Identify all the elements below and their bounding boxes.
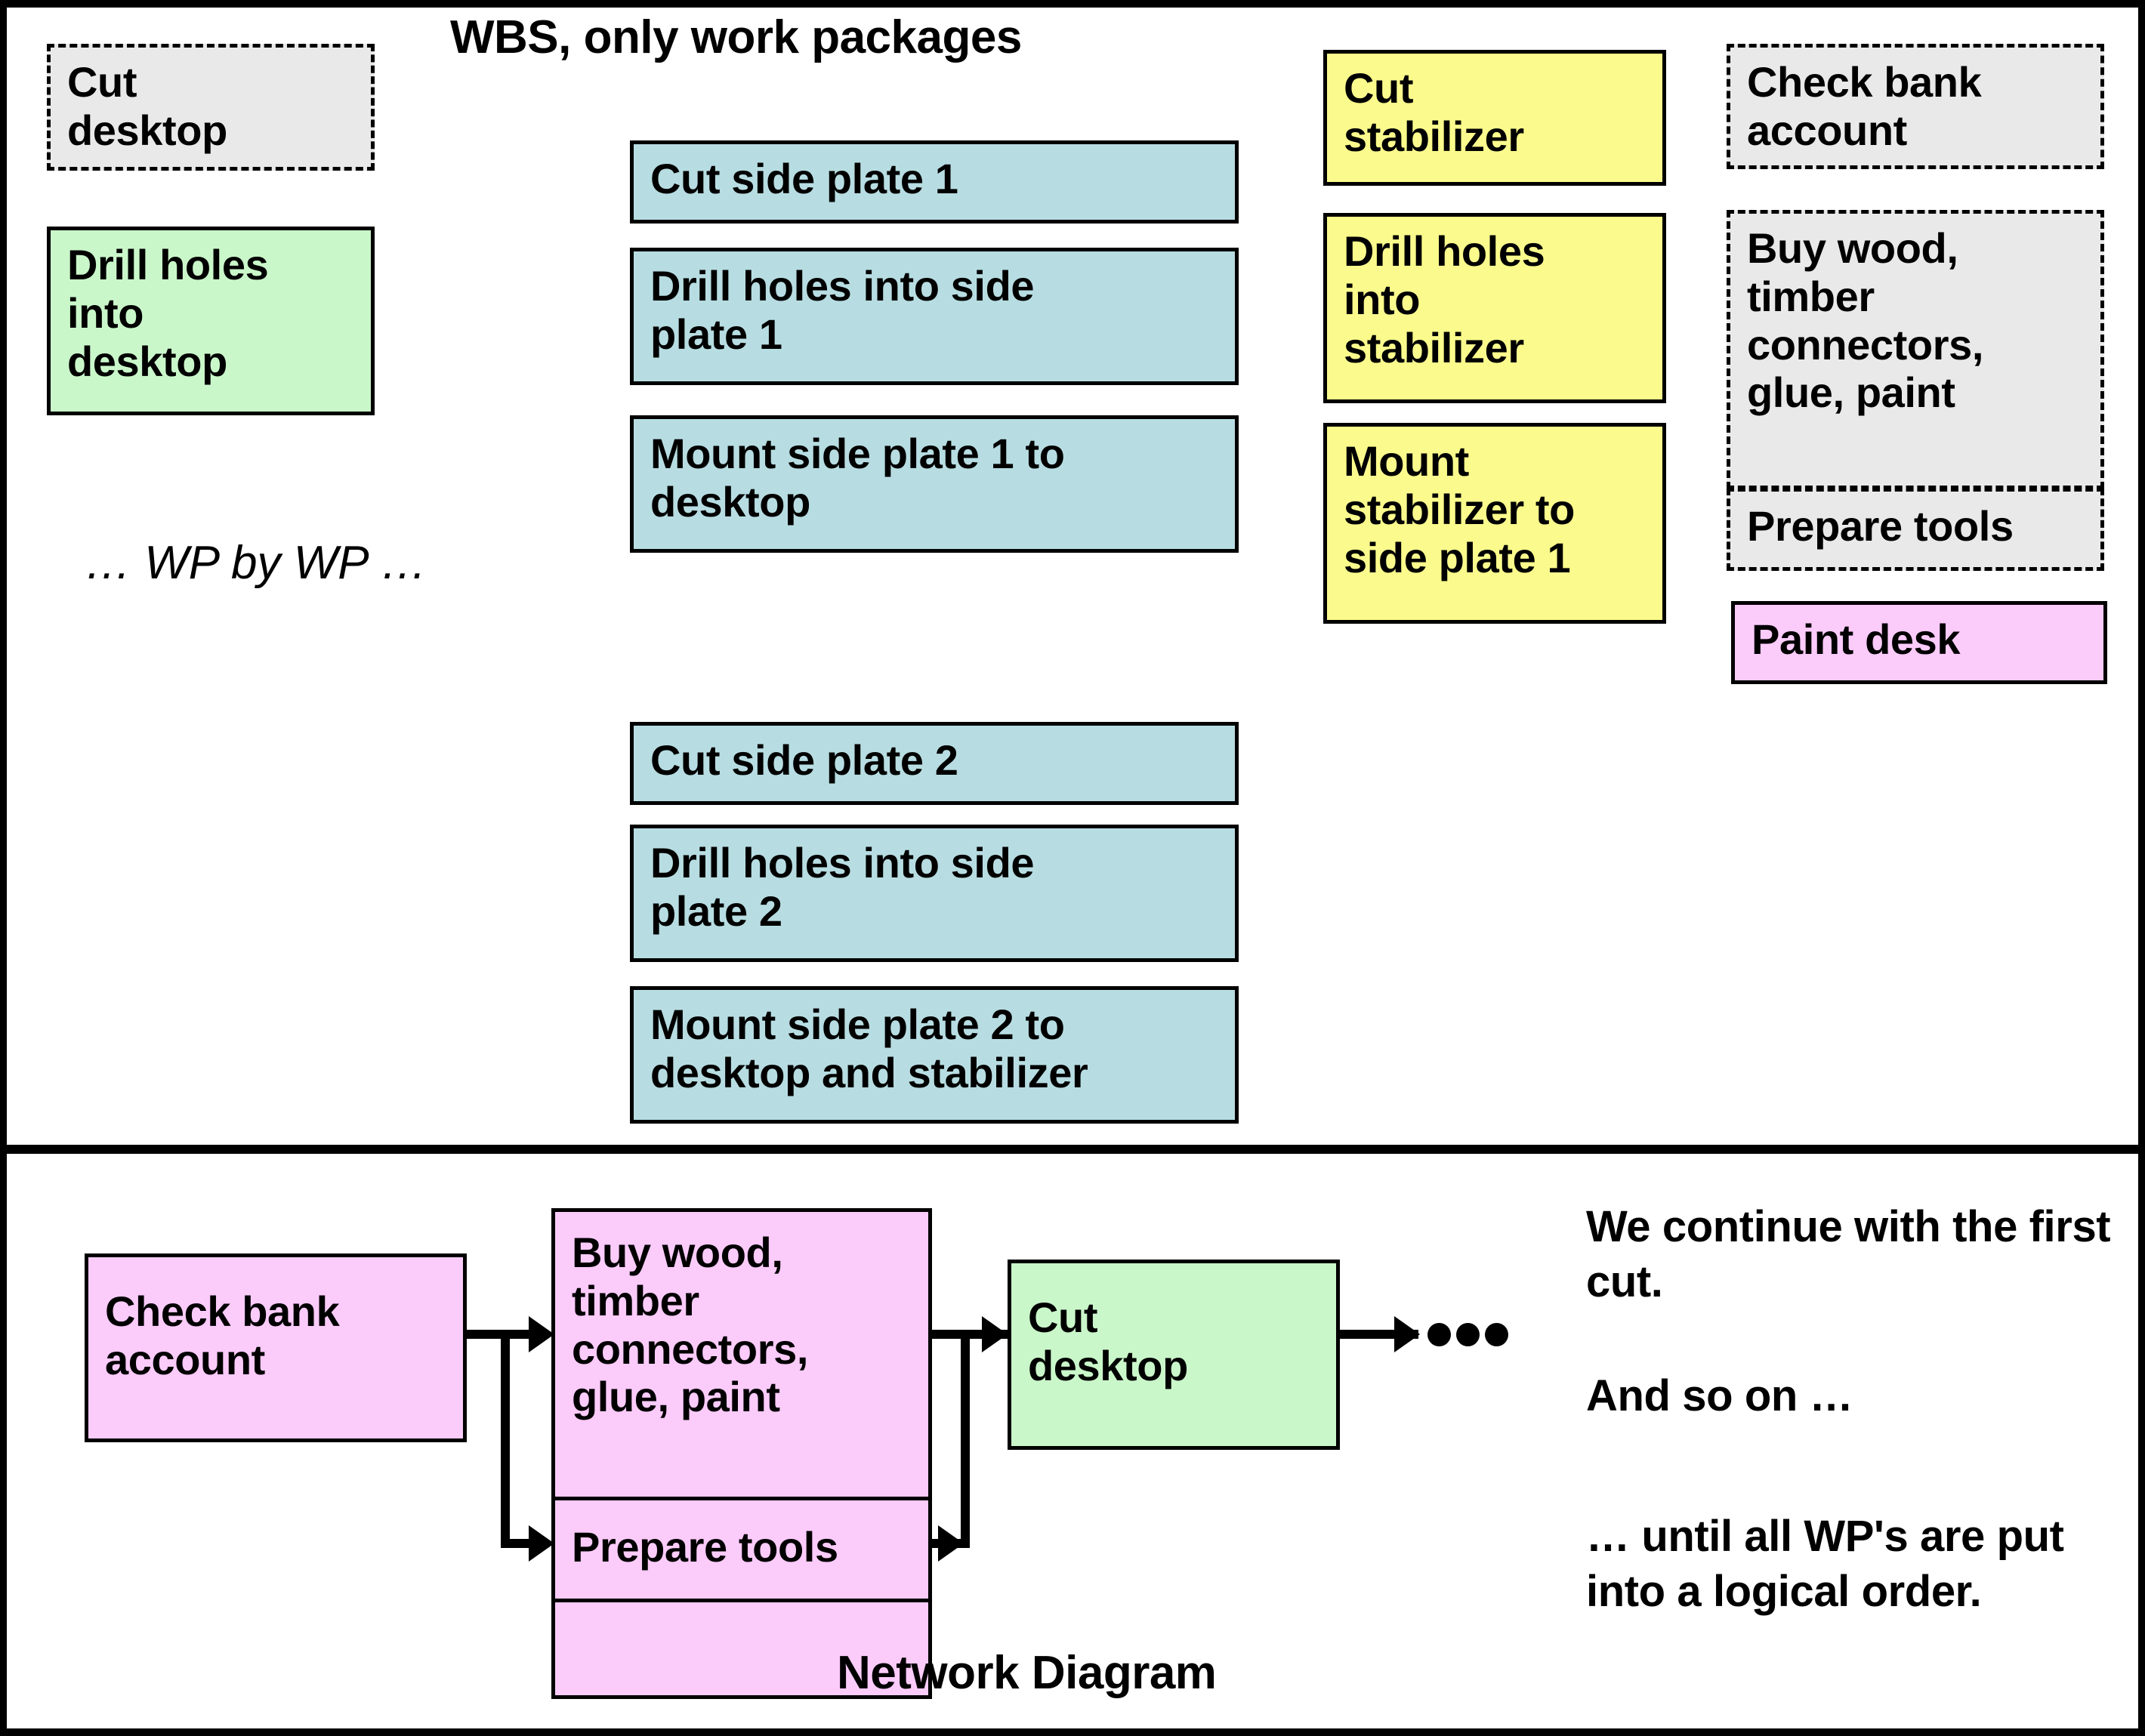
- arrowhead-into-prepare-tools: [529, 1525, 554, 1562]
- frame-border-top: [0, 0, 2145, 8]
- network-panel-title: Network Diagram: [837, 1647, 1217, 1699]
- continuation-dot-2: [1456, 1323, 1480, 1346]
- wbs-box-label: Cut side plate 2: [650, 736, 958, 784]
- arrowhead-into-cut-desktop: [982, 1316, 1008, 1352]
- frame-border-right: [2138, 0, 2145, 1736]
- network-note-continue: We continue with the first cut.: [1586, 1202, 2111, 1307]
- wbs-panel-title: WBS, only work packages: [450, 11, 1022, 63]
- network-node-label: Prepare tools: [572, 1523, 838, 1571]
- frame-border-bottom: [0, 1728, 2145, 1736]
- continuation-dot-3: [1485, 1323, 1508, 1346]
- continuation-dot-1: [1427, 1323, 1451, 1346]
- wbs-box-label: Prepare tools: [1747, 502, 2014, 550]
- arrowhead-into-continuation: [1394, 1316, 1420, 1352]
- wbs-box-cut-side-plate-1[interactable]: Cut side plate 1: [630, 140, 1239, 224]
- network-note-and-so-on: And so on …: [1586, 1371, 1853, 1420]
- wbs-box-label: Cut side plate 1: [650, 155, 958, 202]
- wbs-box-cut-side-plate-2[interactable]: Cut side plate 2: [630, 722, 1239, 805]
- wbs-box-paint-desk[interactable]: Paint desk: [1731, 601, 2107, 684]
- wp-by-wp-ellipsis-note: … WP by WP …: [85, 537, 427, 589]
- arrowhead-into-buy-materials: [529, 1316, 554, 1352]
- wbs-box-prepare-tools[interactable]: Prepare tools: [1727, 488, 2104, 571]
- network-node-prepare-tools[interactable]: Prepare tools: [551, 1497, 932, 1602]
- arrowhead-prepare-into-merge: [938, 1525, 964, 1562]
- connector-merge-vertical: [961, 1330, 970, 1548]
- network-note-until-all-wps: … until all WP's are put into a logical …: [1586, 1512, 2064, 1617]
- wbs-box-label: Paint desk: [1751, 615, 1961, 663]
- frame-border-left: [0, 0, 7, 1736]
- connector-bank-split-vertical: [501, 1330, 510, 1543]
- panel-divider: [7, 1145, 2138, 1154]
